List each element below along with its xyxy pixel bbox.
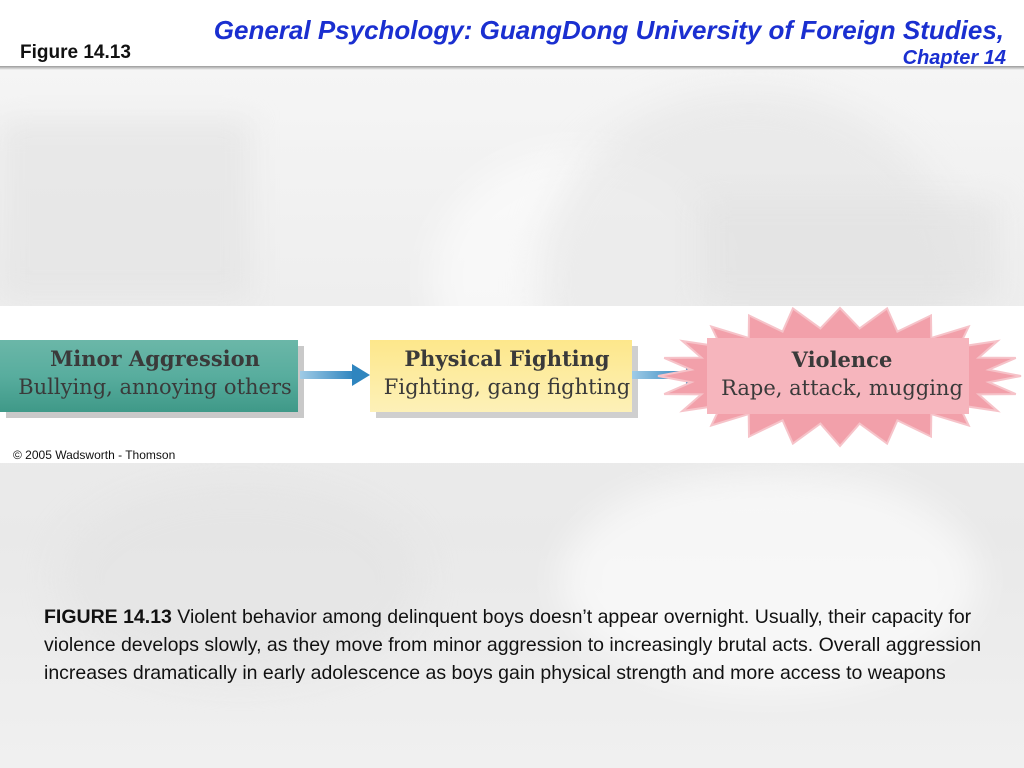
background-shape xyxy=(560,470,980,690)
minor-aggression-title: Minor Aggression xyxy=(50,346,260,371)
stage-physical-fighting: Physical Fighting Fighting, gang fightin… xyxy=(370,340,638,418)
caption-text: Violent behavior among delinquent boys d… xyxy=(44,606,982,684)
stage-violence: Violence Rape, attack, mugging xyxy=(657,306,1022,448)
violence-box xyxy=(707,338,969,414)
figure-caption: FIGURE 14.13 Violent behavior among deli… xyxy=(44,603,984,687)
background-shape xyxy=(0,120,250,300)
physical-fighting-subtitle: Fighting, gang fighting xyxy=(384,375,630,399)
aggression-progression-diagram: Minor Aggression Bullying, annoying othe… xyxy=(0,306,1022,448)
chapter-title: Chapter 14 xyxy=(902,47,1006,69)
copyright-notice: © 2005 Wadsworth - Thomson xyxy=(13,448,176,462)
arrow-right-icon xyxy=(300,364,370,386)
figure-panel: Minor Aggression Bullying, annoying othe… xyxy=(0,306,1024,463)
caption-heading: FIGURE 14.13 xyxy=(44,606,172,628)
figure-label: Figure 14.13 xyxy=(20,42,131,63)
physical-fighting-title: Physical Fighting xyxy=(404,346,610,371)
background-shape xyxy=(700,200,1000,300)
stage-minor-aggression: Minor Aggression Bullying, annoying othe… xyxy=(0,340,304,418)
header-divider xyxy=(0,66,1024,70)
background-shape xyxy=(60,480,420,680)
minor-aggression-box xyxy=(0,340,298,412)
physical-fighting-box xyxy=(370,340,632,412)
header-bar xyxy=(0,0,1024,68)
violence-subtitle: Rape, attack, mugging xyxy=(721,376,963,400)
course-title: General Psychology: GuangDong University… xyxy=(213,15,1004,45)
violence-title: Violence xyxy=(791,347,893,372)
minor-aggression-subtitle: Bullying, annoying others xyxy=(18,375,292,399)
